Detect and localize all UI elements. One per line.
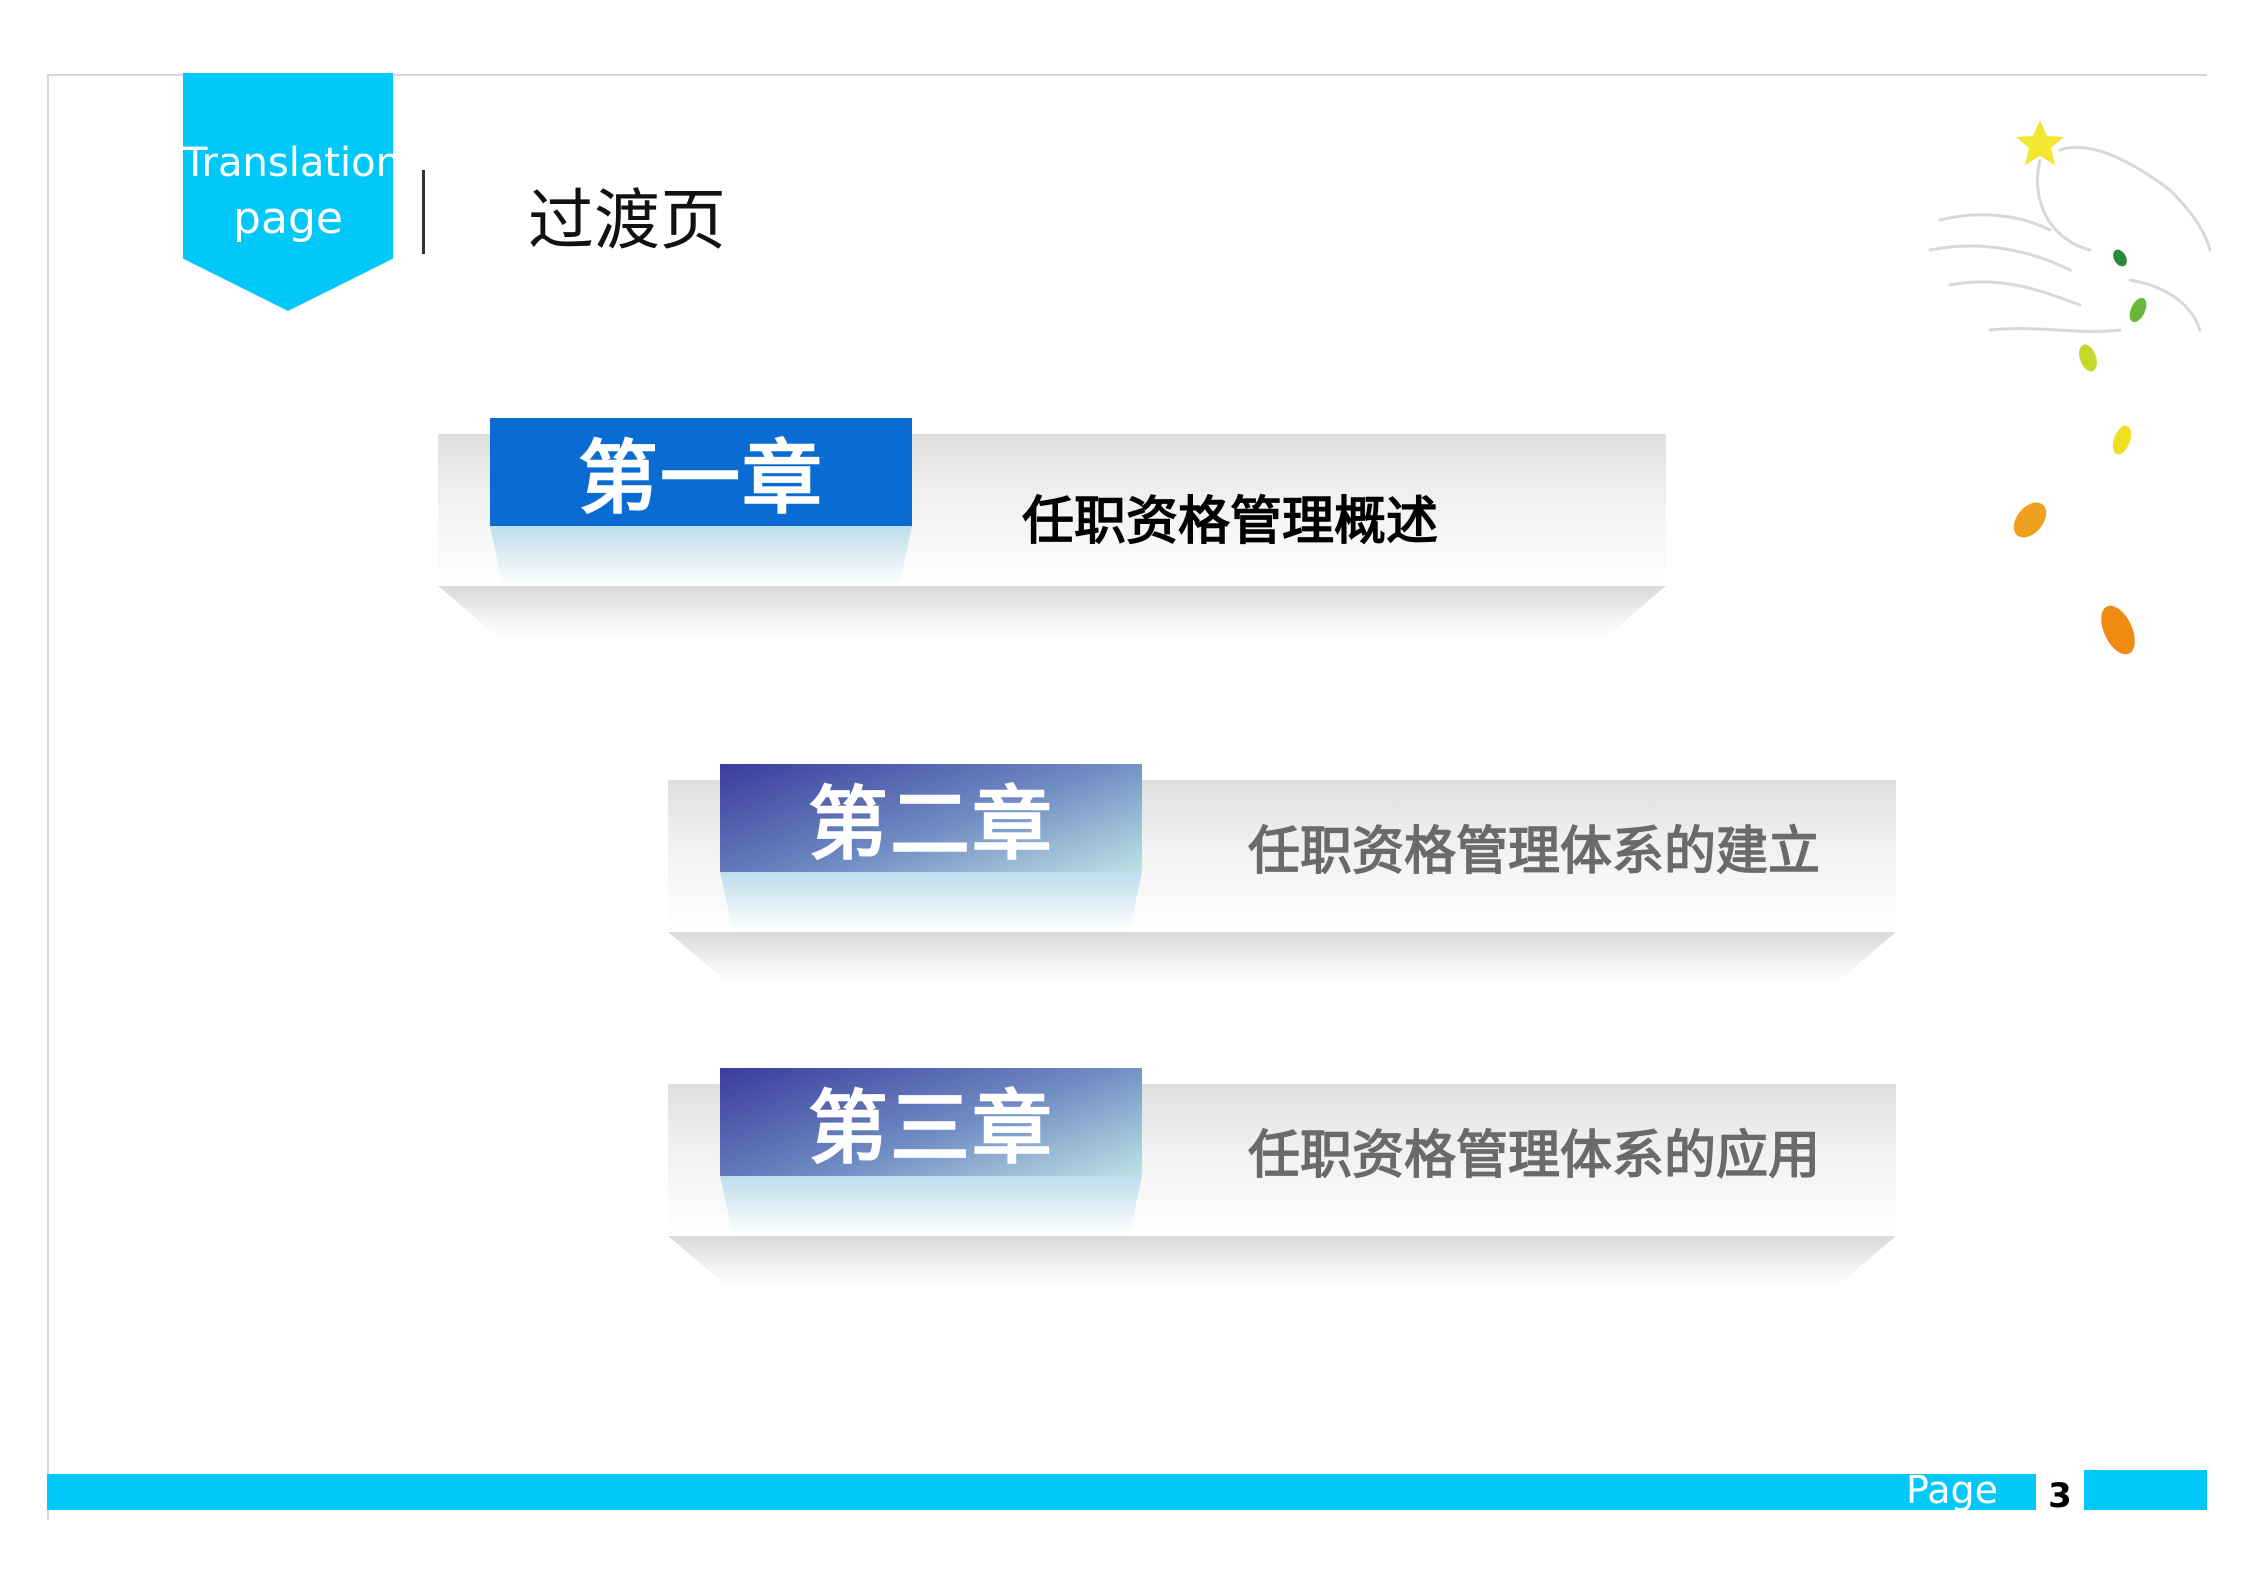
translation-page-tag: Translation page xyxy=(183,73,393,311)
chapter-shelf xyxy=(438,586,1666,638)
chapter-label: 任职资格管理体系的建立 xyxy=(1248,822,1821,882)
page-number-box xyxy=(2036,1466,2084,1512)
chapter-badge: 第三章 xyxy=(720,1068,1142,1176)
chapter-2[interactable]: 第二章 任职资格管理体系的建立 xyxy=(668,764,1896,1004)
tag-line-2: page xyxy=(233,193,343,244)
hand-sketch-icon xyxy=(1928,145,2212,333)
badge-reflection xyxy=(720,872,1142,930)
decoration xyxy=(1928,120,2212,655)
footer-end-block xyxy=(2084,1470,2207,1510)
leaf-icon xyxy=(2129,297,2147,323)
chapter-label: 任职资格管理概述 xyxy=(1022,492,1439,552)
page-title: 过渡页 xyxy=(528,182,726,259)
page-number: 3 xyxy=(2048,1476,2072,1516)
leaf-icon xyxy=(2113,249,2127,267)
chapter-badge: 第二章 xyxy=(720,764,1142,872)
badge-reflection xyxy=(490,526,912,584)
chapter-1[interactable]: 第一章 任职资格管理概述 xyxy=(438,418,1666,658)
page-label: Page xyxy=(1906,1468,1998,1512)
chapter-label: 任职资格管理体系的应用 xyxy=(1248,1126,1821,1186)
star-icon xyxy=(2016,120,2064,165)
tag-line-1: Translation xyxy=(183,140,401,186)
chapter-shelf xyxy=(668,932,1896,984)
chapter-badge: 第一章 xyxy=(490,418,912,526)
leaf-icon xyxy=(2112,425,2132,455)
badge-reflection xyxy=(720,1176,1142,1234)
title-divider xyxy=(422,170,425,254)
footer-bar xyxy=(47,1474,2207,1510)
leaf-icon xyxy=(2079,344,2097,372)
chapter-shelf xyxy=(668,1236,1896,1288)
slide-frame xyxy=(47,74,2207,1520)
leaf-icon xyxy=(2101,605,2135,655)
leaf-icon xyxy=(2013,502,2047,538)
chapter-3[interactable]: 第三章 任职资格管理体系的应用 xyxy=(668,1068,1896,1308)
